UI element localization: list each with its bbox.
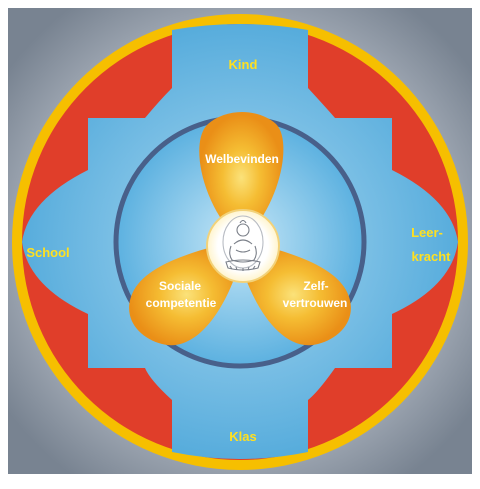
label-klas: Klas <box>229 429 256 444</box>
label-welbevinden: Welbevinden <box>205 152 279 166</box>
buddha-icon <box>222 215 264 271</box>
petal-top <box>199 112 284 238</box>
label-zelf: Zelf- <box>303 279 328 293</box>
label-leerkracht-1: Leer- <box>411 225 443 240</box>
center-medallion <box>206 209 280 283</box>
label-competentie: competentie <box>146 296 217 310</box>
label-kind: Kind <box>229 57 258 72</box>
label-leerkracht-2: kracht <box>411 249 451 264</box>
label-school: School <box>26 245 69 260</box>
label-vertrouwen: vertrouwen <box>283 296 348 310</box>
label-sociale: Sociale <box>159 279 201 293</box>
